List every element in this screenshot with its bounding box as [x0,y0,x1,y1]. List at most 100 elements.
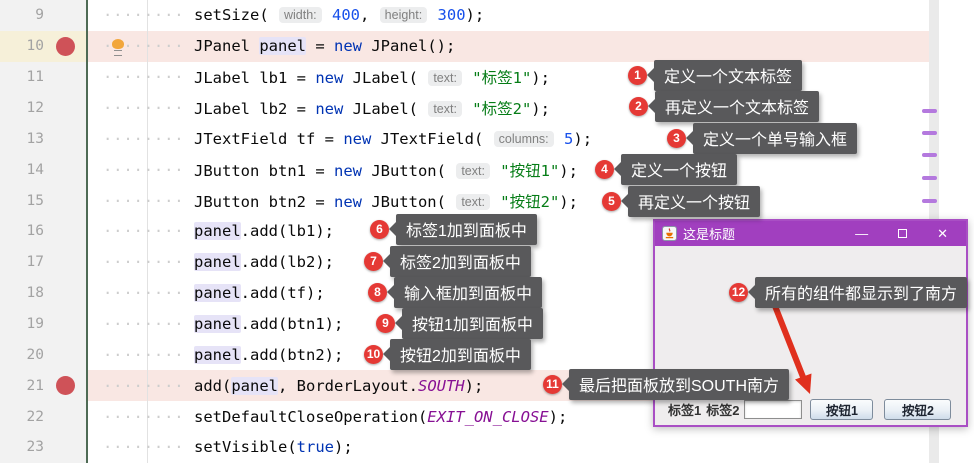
code-token [491,193,500,211]
code-token: panel [231,376,278,395]
minimize-button[interactable]: — [855,226,869,241]
code-line: 22 setDefaultCloseOperation(EXIT_ON_CLOS… [0,401,974,433]
step-badge: 4 [595,159,614,179]
code-line: 19 panel.add(btn1); [0,308,974,340]
swing-button-1[interactable]: 按钮1 [810,398,874,420]
gutter[interactable]: 15 [0,185,88,217]
code-line: 10 JPanel panel = new JPanel(); [0,30,974,62]
code-token: JPanel(); [362,37,456,56]
code-text: setSize( width: 400, height: 300); [88,6,484,24]
gutter[interactable]: 9 [0,0,88,31]
code-token: panel [194,284,241,303]
code-token: setDefaultCloseOperation( [194,407,428,426]
breakpoint-icon[interactable] [55,36,75,56]
code-token: ); [573,129,593,148]
code-text: JLabel lb1 = new JLabel( text: "标签1"); [88,66,550,88]
code-token: new [334,37,362,56]
code-token: new [315,69,344,88]
gutter[interactable]: 19 [0,308,88,340]
gutter[interactable]: 23 [0,432,88,463]
code-text: JButton btn2 = new JButton( text: "按钮2")… [88,190,578,212]
gutter[interactable]: 17 [0,246,88,278]
inlay-hint: text: [456,162,490,179]
annotation-callout: 所有的组件都显示到了南方 [747,276,968,308]
south-panel: 标签1 标签2 按钮1 按钮2 [655,397,966,421]
step-badge: 6 [370,219,389,239]
code-text: panel.add(lb2); [88,253,334,272]
code-token: JPanel [194,37,260,56]
line-number: 12 [26,100,44,116]
gutter[interactable]: 13 [0,123,88,155]
java-icon [662,226,677,241]
gutter[interactable]: 16 [0,216,88,247]
gutter[interactable]: 14 [0,154,88,186]
breakpoint-slot[interactable] [44,36,86,56]
code-token: JLabel lb2 = [194,100,316,118]
code-token: JLabel lb1 = [194,69,316,88]
swing-button-2[interactable]: 按钮2 [884,398,952,420]
step-badge: 11 [543,374,562,394]
code-token: ); [333,438,353,457]
code-text: panel.add(lb1); [88,222,334,241]
code-token: "标签1" [472,69,532,88]
inlay-hint: columns: [493,130,554,147]
code-token: "按钮1" [500,161,560,180]
step-badge: 5 [602,191,621,211]
code-token: new [343,129,372,148]
gutter[interactable]: 21 [0,370,88,402]
breakpoint-slot[interactable] [44,376,86,396]
scrollbar-change-mark [922,199,937,203]
annotation-callout: 定义一个按钮 [613,153,738,185]
step-badge: 10 [364,344,383,364]
code-text: setDefaultCloseOperation(EXIT_ON_CLOSE); [88,408,567,426]
line-number: 22 [26,408,44,425]
code-text: setVisible(true); [88,438,353,456]
swing-label-1: 标签1 [668,402,702,418]
gutter[interactable]: 22 [0,401,88,433]
inlay-hint: text: [428,70,462,87]
step-badge: 9 [376,313,395,333]
line-number: 10 [26,38,44,55]
line-number: 20 [26,346,44,363]
window-titlebar[interactable]: 这是标题 — ✕ [655,221,966,246]
intention-bulb-icon[interactable] [112,38,124,56]
close-button[interactable]: ✕ [937,226,948,241]
code-token: SOUTH [417,376,465,395]
code-area: setSize( width: 400, height: 300); [88,0,939,31]
maximize-button[interactable] [898,227,908,240]
line-number: 23 [26,439,44,456]
gutter[interactable]: 20 [0,339,88,371]
gutter[interactable]: 10 [0,30,88,62]
step-badge: 3 [667,128,686,148]
swing-text-field[interactable] [744,399,803,419]
annotation-callout: 最后把面板放到SOUTH南方 [561,368,790,400]
code-token: .add(btn2); [240,345,344,364]
line-number: 11 [26,69,44,86]
code-token: .add(tf); [240,284,325,303]
inlay-hint: text: [428,101,462,117]
code-token [428,6,437,24]
gutter[interactable]: 18 [0,277,88,309]
gutter[interactable]: 12 [0,92,88,124]
code-token [323,6,332,24]
code-token: JTextField( [371,129,493,148]
code-token: .add(btn1); [240,315,344,334]
code-token: true [296,438,334,457]
code-text: panel.add(tf); [88,284,325,303]
breakpoint-icon[interactable] [55,376,75,396]
scrollbar-change-mark [922,176,937,180]
gutter[interactable]: 11 [0,61,88,93]
code-area: JButton btn2 = new JButton( text: "按钮2")… [88,185,939,217]
window-controls: — ✕ [855,227,956,240]
inlay-hint: height: [379,7,428,24]
swing-window: 这是标题 — ✕ 标签1 标签2 按钮1 按钮2 [653,219,968,427]
code-line: 16 panel.add(lb1); [0,216,974,247]
code-area: JButton btn1 = new JButton( text: "按钮1")… [88,154,939,186]
